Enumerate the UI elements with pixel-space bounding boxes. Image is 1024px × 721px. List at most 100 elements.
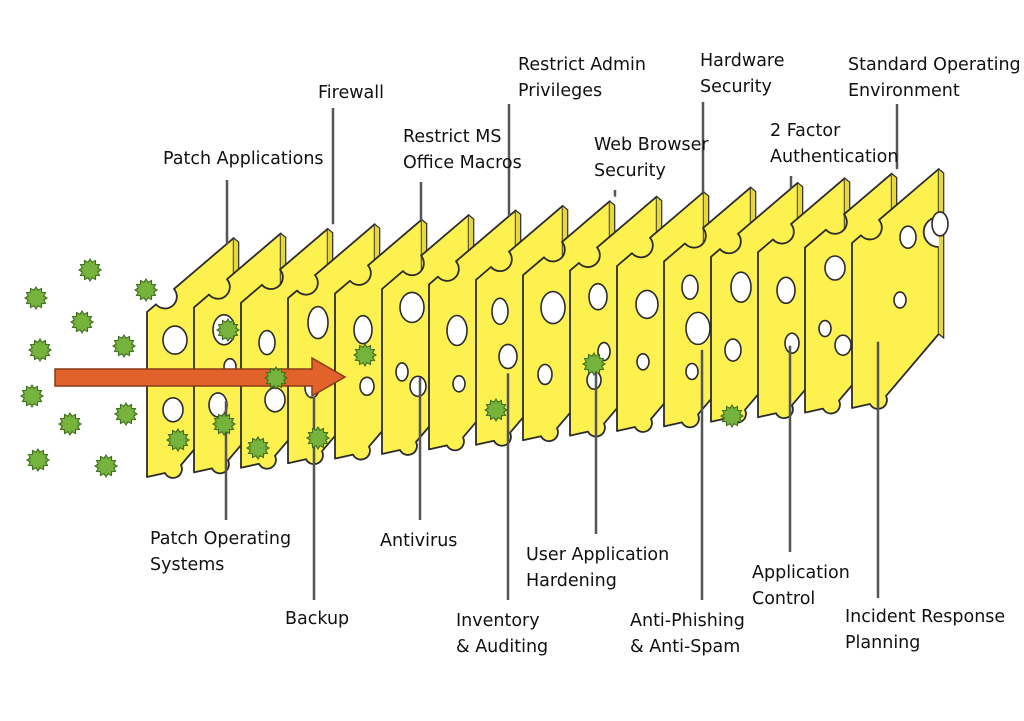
label-anti-phishing-and-anti-spam: Anti-Phishing & Anti-Spam: [630, 608, 745, 660]
virus-icon: [25, 447, 51, 473]
cheese-hole: [685, 362, 699, 381]
virus-icon: [165, 427, 191, 453]
cheese-hole: [824, 255, 846, 281]
cheese-hole: [681, 274, 699, 301]
cheese-slices: [146, 168, 949, 479]
cheese-hole: [899, 225, 917, 250]
label-line: & Auditing: [456, 637, 549, 657]
label-inventory-and-auditing: Inventory & Auditing: [456, 608, 548, 660]
label-line: Incident Response: [845, 607, 1006, 627]
cheese-hole: [730, 271, 752, 303]
label-line: 2 Factor: [770, 121, 841, 141]
label-line: Web Browser: [594, 135, 709, 155]
label-line: & Anti-Spam: [630, 637, 741, 657]
label-line: Environment: [848, 81, 960, 101]
cheese-hole: [893, 291, 907, 309]
cheese-hole: [834, 334, 852, 356]
cheese-hole: [588, 282, 608, 311]
virus-icon: [581, 351, 607, 377]
cheese-hole: [685, 311, 711, 346]
virus-icon: [19, 383, 45, 409]
virus-icon: [483, 397, 509, 423]
slice-face: [851, 168, 940, 410]
virus-icon: [27, 337, 53, 363]
label-line: Patch Applications: [163, 149, 324, 169]
virus-icon: [77, 257, 103, 283]
cheese-hole: [162, 325, 188, 355]
cheese-hole: [446, 314, 468, 347]
arrow-right-icon: [54, 356, 347, 398]
label-line: Restrict Admin: [518, 55, 646, 75]
cheese-hole: [540, 290, 566, 325]
label-line: User Application: [526, 545, 670, 565]
label-line: Hardware: [700, 51, 785, 71]
label-line: Office Macros: [403, 153, 522, 173]
virus-icon: [305, 425, 331, 451]
virus-icon: [719, 403, 745, 429]
label-line: Backup: [285, 609, 350, 629]
slice-edge: [938, 168, 945, 340]
cheese-hole: [537, 363, 553, 386]
label-antivirus: Antivirus: [380, 528, 457, 554]
label-line: Standard Operating: [848, 55, 1021, 75]
cheese-hole: [399, 291, 425, 324]
cheese-hole: [264, 386, 286, 413]
cheese-hole: [724, 338, 742, 362]
virus-icon: [133, 277, 159, 303]
cheese-hole: [818, 319, 832, 338]
virus-icon: [211, 411, 237, 437]
virus-icon: [111, 333, 137, 359]
cheese-hole: [636, 353, 650, 371]
label-line: Inventory: [456, 611, 540, 631]
cheese-slice-incident-response-planning: [851, 168, 949, 410]
cheese-hole: [353, 314, 373, 345]
label-line: Systems: [150, 555, 225, 575]
cheese-hole: [597, 341, 611, 362]
virus-icon: [57, 411, 83, 437]
label-line: Firewall: [318, 83, 384, 103]
cheese-hole: [635, 289, 659, 320]
virus-icon: [352, 342, 378, 368]
cheese-hole: [162, 397, 184, 423]
cheese-hole: [498, 343, 518, 370]
label-line: Control: [752, 589, 816, 609]
cheese-hole: [359, 376, 375, 397]
cheese-hole: [784, 332, 800, 354]
label-backup: Backup: [285, 606, 349, 632]
label-restrict-ms-office-macros: Restrict MS Office Macros: [403, 124, 522, 176]
label-line: Authentication: [770, 147, 899, 167]
label-line: Security: [700, 77, 772, 97]
virus-icon: [245, 435, 271, 461]
label-line: Anti-Phishing: [630, 611, 745, 631]
cheese-hole: [395, 362, 409, 382]
virus-icon: [263, 365, 289, 391]
label-line: Antivirus: [380, 531, 458, 551]
label-line: Application: [752, 563, 850, 583]
cheese-hole: [409, 375, 427, 398]
label-line: Privileges: [518, 81, 603, 101]
cheese-hole: [931, 211, 949, 237]
cheese-hole: [776, 276, 796, 305]
label-firewall: Firewall: [318, 80, 384, 106]
label-patch-applications: Patch Applications: [163, 146, 324, 172]
label-line: Patch Operating: [150, 529, 292, 549]
label-line: Hardening: [526, 571, 617, 591]
virus-icon: [23, 285, 49, 311]
threats-outside: [19, 257, 159, 479]
virus-icon: [93, 453, 119, 479]
label-line: Security: [594, 161, 666, 181]
cheese-hole: [452, 374, 466, 393]
label-line: Restrict MS: [403, 127, 502, 147]
cheese-hole: [307, 305, 329, 340]
virus-icon: [113, 401, 139, 427]
